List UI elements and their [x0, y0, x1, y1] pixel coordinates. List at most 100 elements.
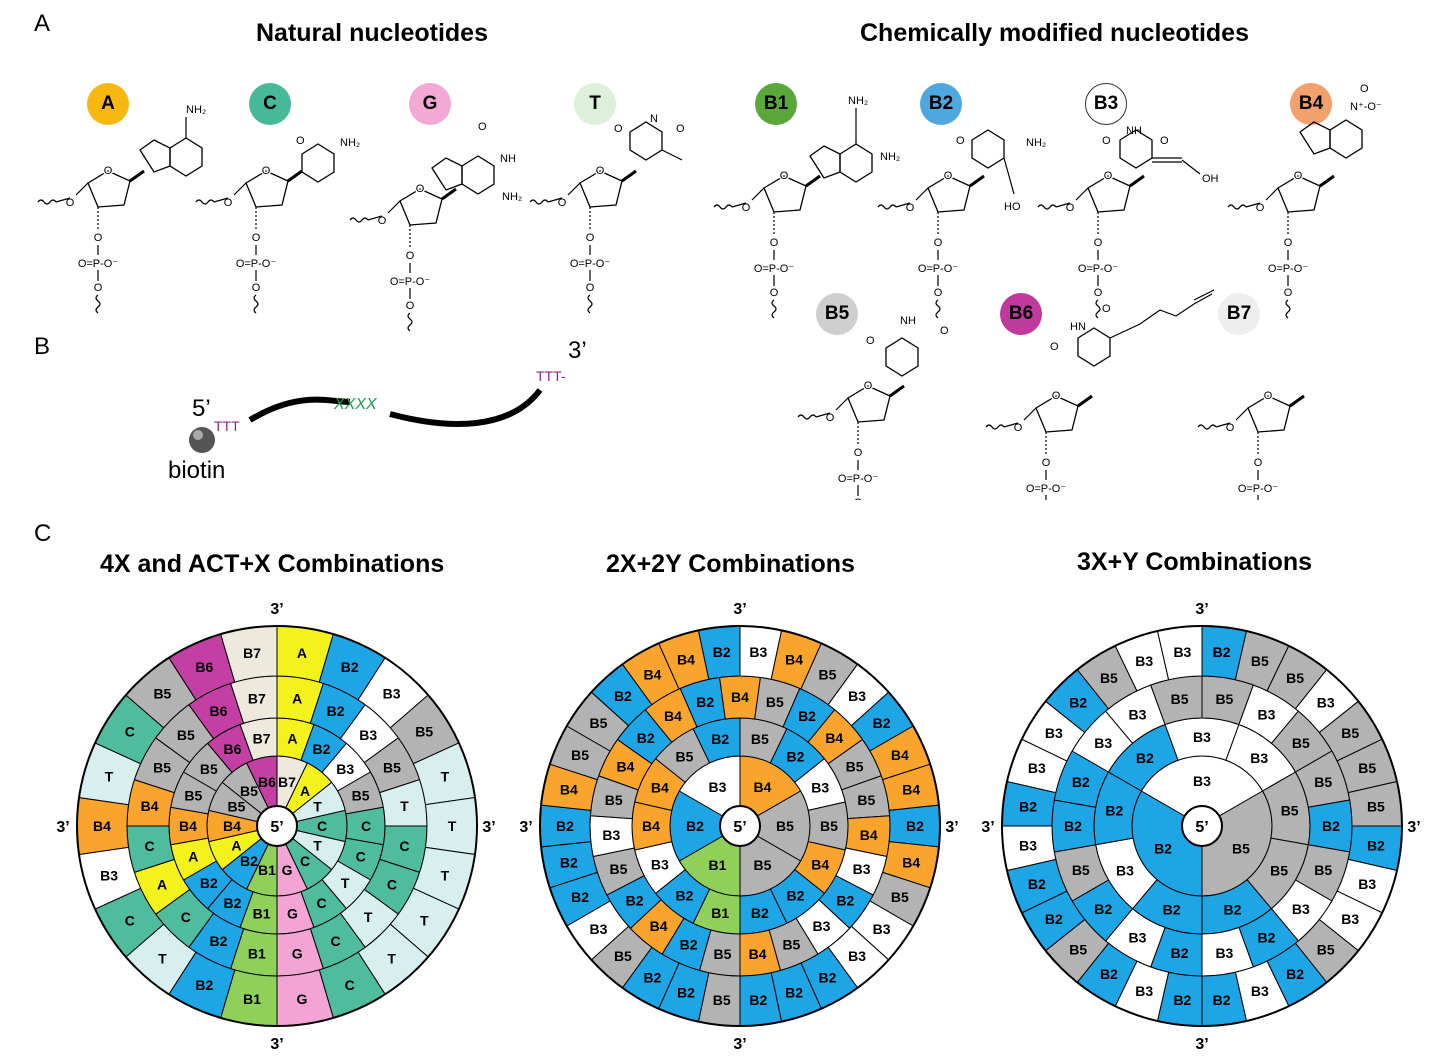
wheel-2-segment-label: B2	[571, 889, 589, 905]
svg-text:O: O	[1160, 135, 1169, 147]
wheel-3-segment-label: B5	[1232, 841, 1250, 857]
wheel-2-segment-label: B2	[751, 905, 769, 921]
wheel-1-segment-label: B6	[195, 659, 213, 675]
svg-text:N: N	[650, 113, 658, 125]
wheel-2-segment-label: B5	[605, 792, 623, 808]
svg-text:N⁺-O⁻: N⁺-O⁻	[1350, 101, 1382, 113]
wheel-3-segment-label: B5	[1215, 691, 1233, 707]
svg-text:NH₂: NH₂	[1026, 137, 1046, 149]
wheel-2-segment-label: B4	[902, 854, 920, 870]
wheel-3-segment-label: B3	[1358, 876, 1376, 892]
wheel-3-segment-label: B5	[1072, 862, 1090, 878]
wheel-2-segment-label: B2	[556, 818, 574, 834]
badge-g: G	[409, 83, 451, 125]
wheel-2-segment-label: B2	[614, 688, 632, 704]
wheel-2-segment-label: B3	[589, 921, 607, 937]
wheel-3-segment-label: B5	[1314, 862, 1332, 878]
wheel-2-segment-label: B5	[766, 694, 784, 710]
wheel-2-segment-label: B2	[787, 888, 805, 904]
wheel-3-segment-label: B5	[1251, 653, 1269, 669]
wheel-2-segment-label: B5	[713, 946, 731, 962]
badge-b3: B3	[1085, 83, 1127, 125]
biotin-bead	[189, 427, 215, 453]
wheel-1-segment-label: B5	[200, 761, 218, 777]
wheel-3-segment-label: B5	[1367, 798, 1385, 814]
wheel-3-bottom-end-label: 3’	[1195, 1036, 1208, 1053]
wheel-1-segment-label: B4	[93, 818, 111, 834]
wheel-1-segment-label: B2	[224, 895, 242, 911]
wheel-1-segment-label: C	[181, 909, 191, 925]
wheel-3-segment-label: B3	[1250, 750, 1268, 766]
wheel-2-center	[719, 805, 761, 847]
svg-text:OH: OH	[1202, 173, 1219, 185]
wheel-3-segment-label: B2	[1094, 901, 1112, 917]
wheel-1-segment-label: T	[158, 950, 167, 966]
wheel-3-segment-label: B2	[1136, 750, 1154, 766]
badge-b5: B5	[816, 293, 858, 335]
wheel-2-segment-label: B2	[787, 748, 805, 764]
wheel-2-segment-label: B2	[819, 970, 837, 986]
wheel-3-segment-label: B2	[1258, 930, 1276, 946]
wheel-3-segment-label: B3	[1135, 653, 1153, 669]
wheel-2-segment-label: B2	[696, 694, 714, 710]
wheel-1-segment-label: T	[448, 818, 457, 834]
wheel-1-segment-label: C	[125, 913, 135, 929]
wheel-2-segment-label: B5	[857, 792, 875, 808]
wheel-3-segment-label: B2	[1367, 838, 1385, 854]
wheel-3-segment-label: B3	[1215, 945, 1233, 961]
wheel-2-segment-label: B3	[848, 688, 866, 704]
wheel-2-segment-label: B5	[676, 748, 694, 764]
wheel-1-rim	[76, 625, 478, 1027]
wheel-2-segment-label: B4	[642, 818, 660, 834]
wheel-2-segment-label: B5	[891, 889, 909, 905]
svg-text:HN: HN	[1070, 321, 1086, 333]
wheel-2-segment-label: B4	[891, 747, 909, 763]
wheel-3-segment-label: B5	[1314, 774, 1332, 790]
wheel-3-center-end-label: 5’	[1195, 819, 1208, 836]
wheel-1-center-end-label: 5’	[270, 819, 283, 836]
wheel-2-title: 2X+2Y Combinations	[606, 550, 855, 578]
wheel-3-segment-label: B3	[1129, 930, 1147, 946]
wheel-3-segment-label: B2	[1072, 774, 1090, 790]
wheel-1-segment-label: B6	[224, 741, 242, 757]
badge-t: T	[574, 83, 616, 125]
wheel-1-segment-label: B2	[195, 977, 213, 993]
wheel-2-bottom-end-label: 3’	[733, 1036, 746, 1053]
badge-b7: B7	[1218, 293, 1260, 335]
panel-label-a: A	[34, 10, 51, 37]
wheel-2-segment-label: B3	[873, 921, 891, 937]
wheel-3-segment-label: B3	[1045, 725, 1063, 741]
wheel-2-segment-label: B5	[609, 861, 627, 877]
wheel-1-segment-label: T	[341, 875, 350, 891]
wheel-2-segment-label: B5	[754, 857, 772, 873]
wheel-1-segment-label: T	[441, 867, 450, 883]
wheel-1-segment-label: A	[157, 877, 167, 893]
wheel-3-segment-label: B5	[1341, 725, 1359, 741]
wheel-1-segment-label: C	[316, 895, 326, 911]
wheel-1-segment-label: B7	[243, 645, 261, 661]
wheel-1-segment-label: B5	[184, 788, 202, 804]
wheel-3-left-end-label: 3’	[982, 819, 995, 836]
wheel-3-segment-label: B2	[1154, 841, 1172, 857]
wheel-1-segment-label: B4	[141, 798, 159, 814]
wheel-3-top-end-label: 3’	[1195, 601, 1208, 618]
wheel-2-segment-label: B3	[602, 827, 620, 843]
panel-label-b: B	[34, 333, 51, 360]
wheel-1-segment-label: B4	[223, 818, 241, 834]
wheel-1-segment-label: B5	[383, 759, 401, 775]
wheel-1-center	[256, 805, 298, 847]
wheel-1-segment-label: C	[125, 723, 135, 739]
wheel-3-segment-label: B5	[1069, 942, 1087, 958]
wheel-3-segment-label: B5	[1270, 863, 1288, 879]
wheel-2-segment-label: B2	[749, 992, 767, 1008]
svg-text:NH₂: NH₂	[186, 104, 206, 116]
wheel-1-segment-label: B2	[200, 875, 218, 891]
wheel-3-segment-label: B2	[1019, 798, 1037, 814]
wheel-2-segment-label: B4	[644, 666, 662, 682]
wheel-2-segment-label: B3	[749, 644, 767, 660]
badge-c: C	[249, 83, 291, 125]
wheel-3-segment-label: B2	[1045, 911, 1063, 927]
wheel-1-segment-label: C	[345, 977, 355, 993]
svg-text:NH₂: NH₂	[880, 151, 900, 163]
wheel-1-segment-label: B3	[336, 761, 354, 777]
